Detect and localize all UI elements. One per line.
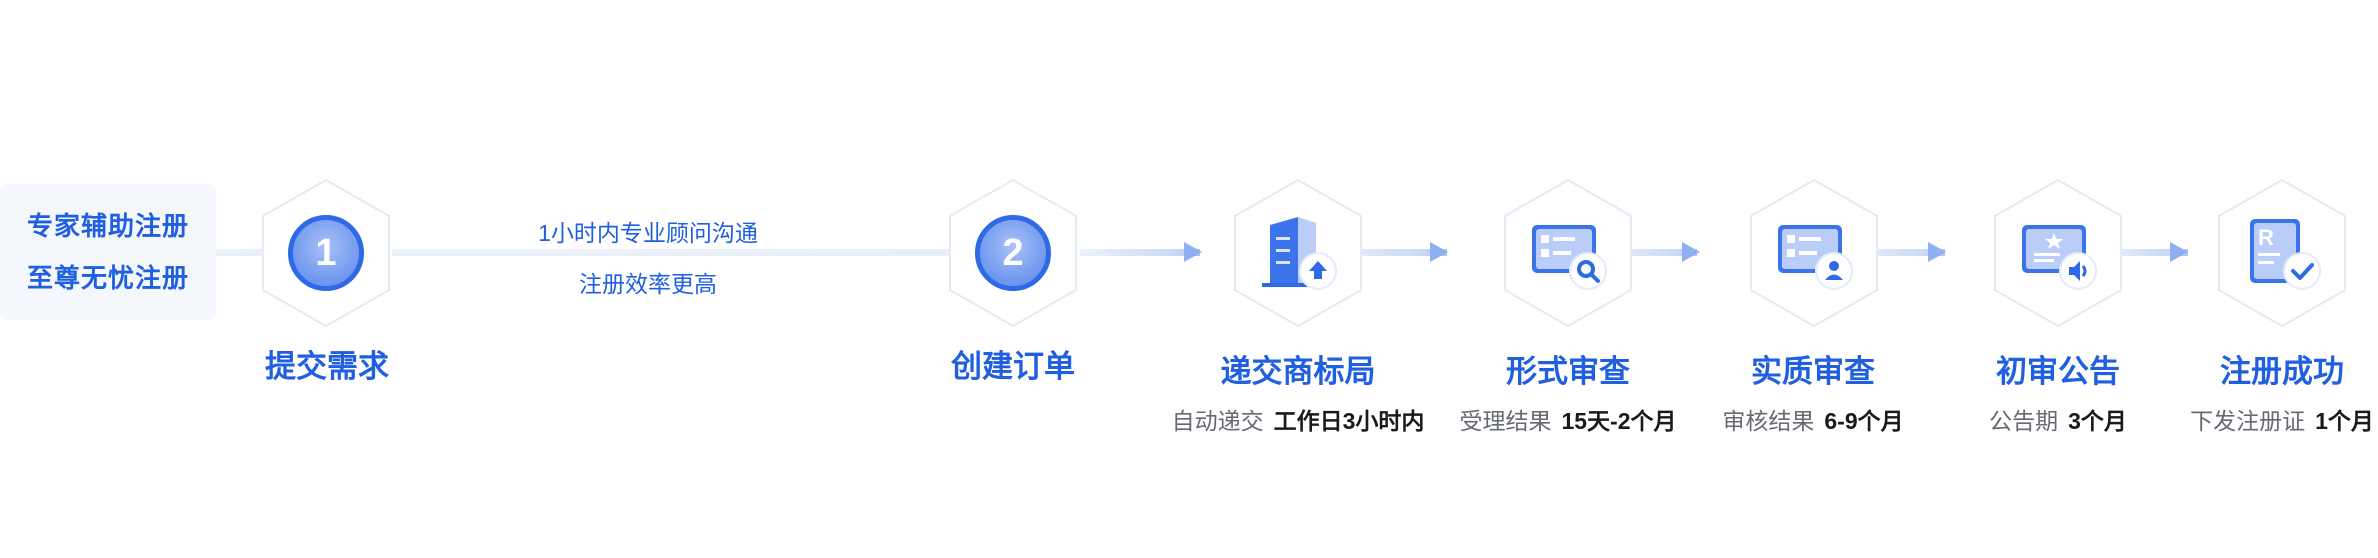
building-upload-icon <box>1258 213 1338 293</box>
step-7-detail: 下发注册证 1个月 <box>2190 402 2374 436</box>
connector-line <box>216 249 266 256</box>
connector-line <box>1602 249 1697 256</box>
step-3-detail: 自动递交工作日3小时内 <box>1172 402 1425 436</box>
step-2-node: 2 <box>948 178 1078 328</box>
step-6-title: 初审公告 <box>1996 354 2120 389</box>
promo-box: 专家辅助注册 至尊无忧注册 <box>0 184 216 320</box>
connector-line <box>2093 249 2188 256</box>
connector-line <box>1080 249 1200 256</box>
arrow-right-icon <box>1682 242 1700 262</box>
arrow-right-icon <box>1430 242 1448 262</box>
document-search-icon <box>1528 213 1608 293</box>
step-4-title: 形式审查 <box>1506 354 1630 389</box>
step-6-detail-value: 3个月 <box>2068 408 2127 434</box>
step-7-node: R <box>2217 178 2347 328</box>
connector-line <box>392 249 954 256</box>
step-2-title: 创建订单 <box>951 349 1075 384</box>
step-3-detail-label: 自动递交 <box>1171 408 1264 434</box>
step-1-number-badge: 1 <box>288 215 364 291</box>
step-4-node <box>1503 178 1633 328</box>
step-3-title: 递交商标局 <box>1220 354 1376 389</box>
arrow-right-icon <box>1184 242 1202 262</box>
consult-note: 1小时内专业顾问沟通 <box>538 220 758 246</box>
step-5-title: 实质审查 <box>1751 354 1875 389</box>
step-6-detail: 公告期 3个月 <box>1989 402 2127 436</box>
arrow-right-icon <box>2170 242 2188 262</box>
step-4-detail: 受理结果 15天-2个月 <box>1459 402 1676 436</box>
step-2-number-badge: 2 <box>975 215 1051 291</box>
step-5-detail: 审核结果 6-9个月 <box>1722 402 1903 436</box>
step-1-title: 提交需求 <box>265 349 389 384</box>
step-6-detail-label: 公告期 <box>1989 408 2059 434</box>
board-announce-icon <box>2018 213 2098 293</box>
step-7-detail-value: 1个月 <box>2315 408 2374 434</box>
promo-line-1: 专家辅助注册 <box>26 211 189 241</box>
step-5-detail-label: 审核结果 <box>1722 408 1815 434</box>
promo-line-2: 至尊无忧注册 <box>26 263 189 293</box>
connector-line <box>1327 249 1447 256</box>
step-7-detail-label: 下发注册证 <box>2190 408 2306 434</box>
step-3-detail-value: 工作日3小时内 <box>1273 408 1425 434</box>
step-6-node <box>1993 178 2123 328</box>
connector-line <box>1850 249 1945 256</box>
efficiency-note: 注册效率更高 <box>579 271 717 297</box>
step-5-detail-value: 6-9个月 <box>1824 408 1904 434</box>
step-7-title: 注册成功 <box>2220 354 2344 389</box>
step-4-detail-value: 15天-2个月 <box>1561 408 1677 434</box>
certificate-letter: R <box>2258 225 2274 250</box>
step-3-node <box>1233 178 1363 328</box>
document-person-icon <box>1774 213 1854 293</box>
step-5-node <box>1749 178 1879 328</box>
step-4-detail-label: 受理结果 <box>1459 408 1552 434</box>
step-1-node: 1 <box>261 178 391 328</box>
certificate-check-icon: R <box>2242 213 2322 293</box>
arrow-right-icon <box>1928 242 1946 262</box>
